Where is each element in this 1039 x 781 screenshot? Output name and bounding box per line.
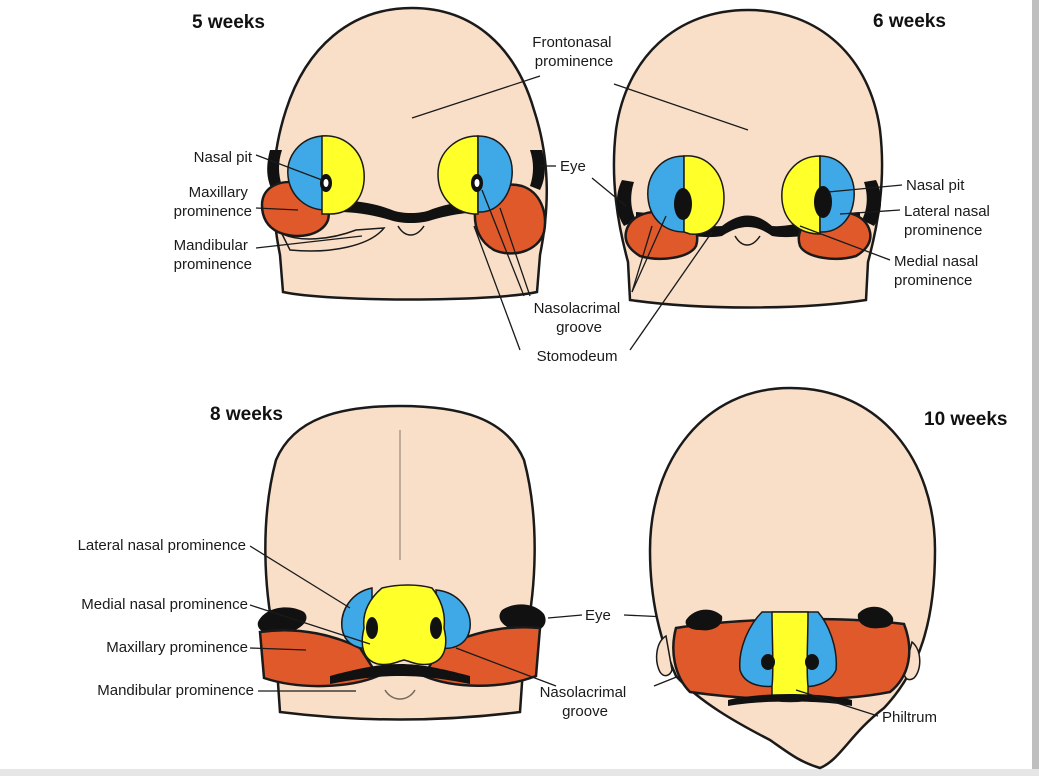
lateral-nasal-left-6-weeks — [647, 155, 685, 233]
leader-nasolacrimal-c — [631, 215, 667, 293]
leader-maxillary-5-weeks — [255, 207, 299, 211]
leader-eye-8-weeks — [547, 614, 583, 619]
nostril-left-10-weeks — [761, 654, 775, 670]
medial-nasal-8-weeks — [361, 584, 447, 666]
leader-lateral-nasal-8-weeks — [249, 545, 351, 609]
title-10-weeks: 10 weeks — [924, 409, 1007, 430]
lateral-nasal-right-5-weeks — [477, 135, 513, 213]
title-6-weeks: 6 weeks — [873, 11, 946, 32]
nasal-pit-right-6-weeks — [814, 186, 832, 218]
label-lateral-nasal-line1: Lateral nasal — [904, 203, 990, 220]
leader-medial-nasal-8-weeks — [249, 604, 371, 645]
leader-nasolacrimal-b — [499, 207, 531, 297]
leader-maxillary-8-weeks — [249, 647, 307, 651]
label-maxillary-prominence-8-weeks: Maxillary prominence — [106, 639, 248, 656]
leader-frontonasal-6-weeks — [613, 83, 749, 131]
label-lateral-nasal-prominence-8-weeks: Lateral nasal prominence — [78, 537, 246, 554]
label-stomodeum: Stomodeum — [537, 348, 618, 365]
label-eye-8-weeks: Eye — [585, 607, 611, 624]
label-medial-nasal-line1: Medial nasal — [894, 253, 978, 270]
label-maxillary-line1: Maxillary — [189, 184, 249, 201]
leader-stomodeum-a — [473, 225, 521, 351]
panel-10-weeks: 10 weeks Philtrum — [648, 386, 1007, 770]
label-nasolacrimal-top-line2: groove — [556, 319, 602, 336]
label-maxillary-line2: prominence — [174, 203, 252, 220]
label-frontonasal-line1: Frontonasal — [532, 34, 611, 51]
leader-stomodeum-b — [629, 231, 713, 351]
leader-nasal-pit-5-weeks — [255, 154, 323, 181]
medial-nasal-left-6-weeks — [683, 155, 725, 235]
eye-left-8-weeks — [257, 607, 307, 635]
eye-right-6-weeks — [862, 180, 882, 226]
label-nasolacrimal-bottom-line1: Nasolacrimal — [540, 684, 627, 701]
eye-left-10-weeks — [685, 609, 723, 631]
label-mandibular-prominence-8-weeks: Mandibular prominence — [97, 682, 254, 699]
label-nasolacrimal-top-line1: Nasolacrimal — [534, 300, 621, 317]
label-medial-nasal-line2: prominence — [894, 272, 972, 289]
nostril-right-8-weeks — [430, 617, 442, 639]
leader-nasolacrimal-d — [631, 225, 653, 293]
label-maxillary-prominence-5-weeks: Maxillary prominence — [174, 184, 252, 220]
nasal-pit-left-hole-5-weeks — [323, 179, 329, 187]
panel-8-weeks: 8 weeks Lateral nasal prominence Medial … — [78, 404, 745, 721]
leader-philtrum — [795, 689, 879, 717]
panel-5-weeks: 5 weeks Frontonasal prominence Nasal pit… — [174, 6, 615, 301]
ear-left-10-weeks — [655, 634, 673, 677]
label-lateral-nasal-prominence-6-weeks: Lateral nasal prominence — [904, 203, 994, 239]
frame-bottom-edge — [0, 769, 1039, 776]
leader-mandibular-5-weeks — [255, 235, 363, 249]
title-8-weeks: 8 weeks — [210, 404, 283, 425]
label-frontonasal-prominence-5-weeks: Frontonasal prominence — [532, 34, 615, 70]
label-frontonasal-line2: prominence — [535, 53, 613, 70]
label-eye-6-weeks: Eye — [560, 158, 586, 175]
eye-right-10-weeks — [857, 606, 894, 629]
eye-right-8-weeks — [499, 604, 546, 633]
label-lateral-nasal-line2: prominence — [904, 222, 982, 239]
label-nasolacrimal-groove-bottom: Nasolacrimal groove — [540, 684, 631, 720]
leader-nasal-pit-6-weeks — [827, 184, 903, 193]
leader-eye-6-weeks — [591, 177, 627, 207]
label-nasal-pit-5-weeks: Nasal pit — [194, 149, 253, 166]
label-nasolacrimal-groove-top: Nasolacrimal groove — [534, 300, 625, 336]
head-6-weeks — [612, 8, 884, 309]
leader-nasolacrimal-8-weeks — [455, 647, 557, 687]
eye-right-5-weeks — [530, 150, 545, 190]
mouth-8-weeks — [330, 664, 470, 684]
chin-midline-5-weeks — [397, 225, 425, 236]
label-philtrum: Philtrum — [882, 709, 937, 726]
label-mandibular-line1: Mandibular — [174, 237, 248, 254]
nostril-right-10-weeks — [805, 654, 819, 670]
label-medial-nasal-prominence-8-weeks: Medial nasal prominence — [81, 596, 248, 613]
leader-nasolacrimal-a — [481, 189, 525, 297]
medial-nasal-right-6-weeks — [781, 155, 821, 235]
nasal-pit-right-hole-5-weeks — [474, 179, 480, 187]
eye-left-6-weeks — [616, 180, 636, 226]
panel-6-weeks: 6 weeks Eye Nasal pit Lateral nasal prom… — [473, 8, 994, 365]
leader-medial-nasal-6-weeks — [799, 225, 891, 261]
mouth-10-weeks — [728, 694, 852, 706]
lateral-nasal-left-5-weeks — [287, 135, 327, 211]
medial-nasal-right-5-weeks — [437, 135, 479, 215]
label-mandibular-prominence-5-weeks: Mandibular prominence — [174, 237, 252, 273]
title-5-weeks: 5 weeks — [192, 12, 265, 33]
medial-nasal-left-5-weeks — [321, 135, 365, 215]
label-nasal-pit-6-weeks: Nasal pit — [906, 177, 965, 194]
nostril-left-8-weeks — [366, 617, 378, 639]
label-mandibular-line2: prominence — [174, 256, 252, 273]
label-medial-nasal-prominence-6-weeks: Medial nasal prominence — [894, 253, 982, 289]
chin-midline-6-weeks — [734, 235, 761, 246]
nasal-pit-left-6-weeks — [674, 188, 692, 220]
medial-nasal-10-weeks — [771, 611, 809, 703]
frame-right-edge — [1032, 0, 1039, 776]
leader-frontonasal-5-weeks — [411, 75, 541, 119]
chin-midline-8-weeks — [384, 689, 416, 700]
leader-lateral-nasal-6-weeks — [839, 209, 901, 215]
label-nasolacrimal-bottom-line2: groove — [562, 703, 608, 720]
